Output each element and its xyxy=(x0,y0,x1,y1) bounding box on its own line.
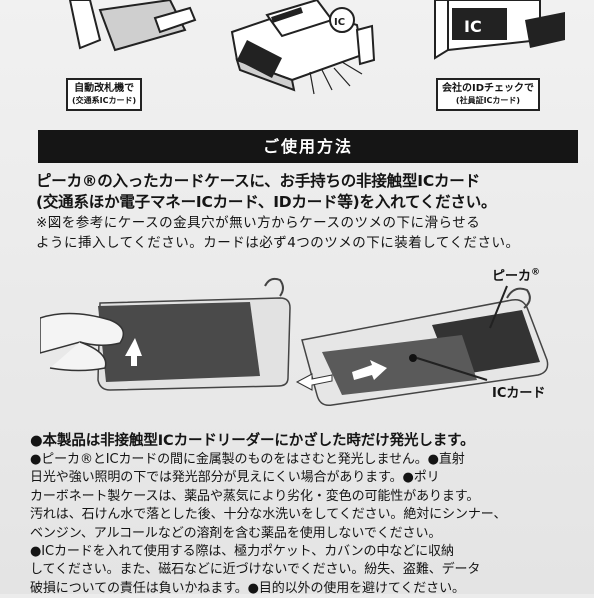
card-insert-illustration xyxy=(40,277,291,391)
caption-ticket-gate-line1: 自動改札機で xyxy=(74,83,135,94)
caption-ticket-gate: 自動改札機で (交通系ICカード) xyxy=(66,78,143,111)
id-check-device-illustration: IC xyxy=(434,0,565,60)
usage-section-title: ご使用方法 xyxy=(38,130,578,163)
label-piika-mark: ® xyxy=(531,267,541,278)
usage-instructions: ピーカ®の入ったカードケースに、お手持ちの非接触型ICカード (交通系ほか電子マ… xyxy=(36,171,588,253)
device-ic-label: IC xyxy=(334,17,345,28)
usage-line-2: (交通系ほか電子マネーICカード、IDカード等)を入れてください。 xyxy=(36,193,497,211)
caution-line-6: ベンジン、アルコールなどの溶剤を含む薬品を使用しないでください。 xyxy=(30,525,442,541)
usage-note-1: ※図を参考にケースの金具穴が無い方からケースのツメの下に滑らせる xyxy=(36,215,481,231)
usage-note-2: ように挿入してください。カードは必ず4つのツメの下に装着してください。 xyxy=(36,235,520,251)
caution-line-8: してください。また、磁石などに近づけないでください。紛失、盗難、データ xyxy=(30,562,481,578)
device-ic-badge: IC xyxy=(464,17,482,36)
usage-line-1: ピーカ®の入ったカードケースに、お手持ちの非接触型ICカード xyxy=(36,172,480,190)
ticket-gate-illustration xyxy=(68,0,197,52)
caption-id-check: 会社のIDチェックで (社員証ICカード) xyxy=(436,78,541,111)
caption-ticket-gate-line2: (交通系ICカード) xyxy=(72,96,137,105)
card-slide-illustration xyxy=(295,285,549,407)
caution-line-3: 日光や強い照明の下では発光部分が見えにくい場合があります。●ポリ xyxy=(30,470,440,486)
label-piika: ピーカ® xyxy=(492,265,540,284)
caution-line-2: ●ピーカ®とICカードの間に金属製のものをはさむと発光しません。●直射 xyxy=(30,452,465,467)
caption-id-check-line2: (社員証ICカード) xyxy=(455,96,521,105)
cautions-block: ●本製品は非接触型ICカードリーダーにかざした時だけ発光します。 ●ピーカ®とI… xyxy=(30,431,590,598)
label-ic-card: ICカード xyxy=(492,386,546,401)
caution-line-4: カーボネート製ケースは、薬品や蒸気により劣化・変色の可能性があります。 xyxy=(30,488,480,504)
card-reader-illustration: IC xyxy=(230,0,376,95)
label-piika-text: ピーカ xyxy=(492,269,532,284)
caution-line-9: 破損についての責任は負いかねます。●目的以外の使用を避けてください。 xyxy=(30,580,465,596)
caution-line-5: 汚れは、石けん水で落とした後、十分な水洗いをしてください。絶対にシンナー、 xyxy=(30,507,507,523)
caution-line-7: ●ICカードを入れて使用する際は、極力ポケット、カバンの中などに収納 xyxy=(30,544,454,560)
caution-line-1: ●本製品は非接触型ICカードリーダーにかざした時だけ発光します。 xyxy=(30,433,475,449)
caption-id-check-line1: 会社のIDチェックで xyxy=(442,83,535,94)
